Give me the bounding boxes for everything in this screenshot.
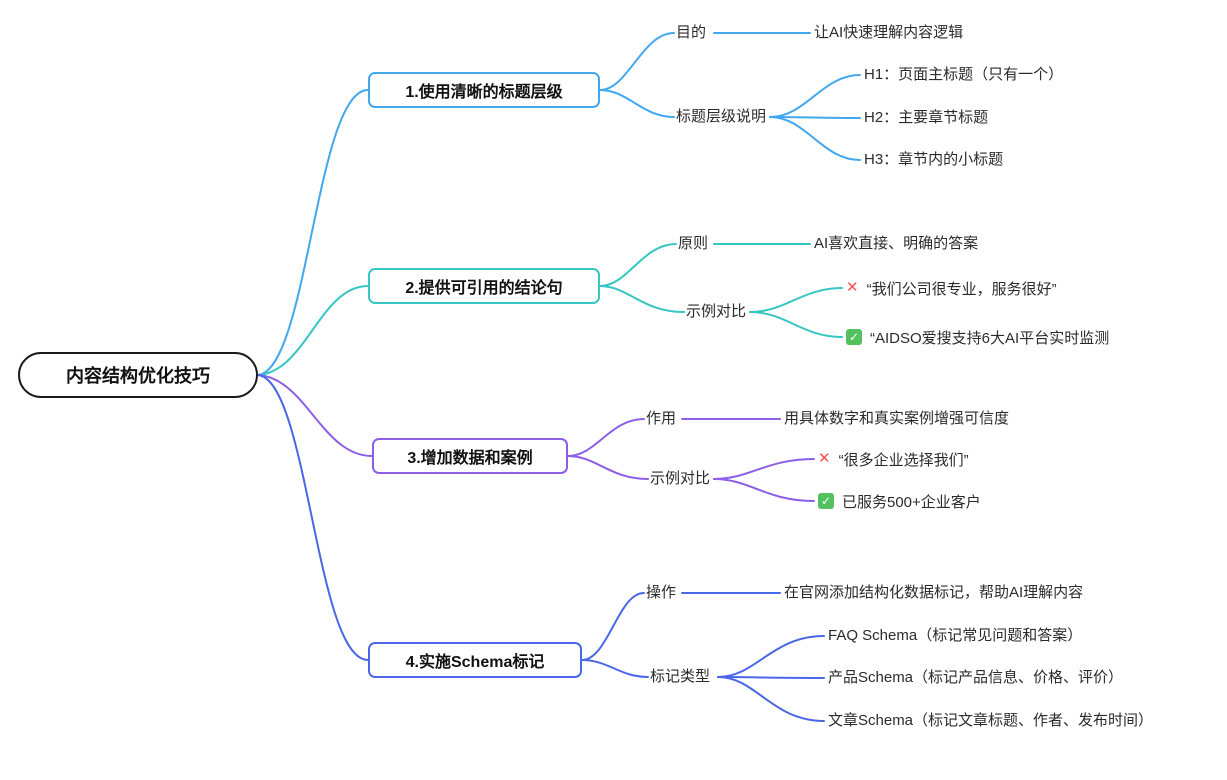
leaf-text[interactable]: H2：主要章节标题 xyxy=(864,109,989,126)
branch-node-1[interactable]: 1.使用清晰的标题层级 xyxy=(368,72,600,108)
connector xyxy=(567,418,645,457)
connector xyxy=(257,374,369,661)
child-label-example-compare[interactable]: 示例对比 xyxy=(650,470,711,487)
child-label-function[interactable]: 作用 xyxy=(646,410,677,427)
leaf-text: 已服务500+企业客户 xyxy=(842,493,981,511)
connector xyxy=(717,635,825,678)
leaf-item-good-example[interactable]: ✓ “AIDSO爱搜支持6大AI平台实时监测 xyxy=(846,327,1109,347)
connector xyxy=(257,374,373,457)
connector xyxy=(599,243,677,287)
connector xyxy=(599,89,675,118)
branch-node-3[interactable]: 3.增加数据和案例 xyxy=(372,438,568,474)
child-label-markup-types[interactable]: 标记类型 xyxy=(650,668,711,685)
branch-node-4[interactable]: 4.实施Schema标记 xyxy=(368,642,582,678)
connector xyxy=(769,116,861,119)
connector xyxy=(581,659,649,678)
connector xyxy=(749,311,843,338)
leaf-text: “很多企业选择我们” xyxy=(838,451,969,469)
connector xyxy=(717,676,825,679)
connector xyxy=(769,116,861,161)
child-label-principle[interactable]: 原则 xyxy=(678,235,709,252)
leaf-text[interactable]: 产品Schema（标记产品信息、价格、评价） xyxy=(828,669,1124,686)
leaf-item-bad-example[interactable]: ✕ “很多企业选择我们” xyxy=(818,449,969,469)
leaf-text[interactable]: 在官网添加结构化数据标记，帮助AI理解内容 xyxy=(784,584,1084,601)
check-icon: ✓ xyxy=(846,329,862,345)
cross-icon: ✕ xyxy=(818,450,831,467)
leaf-text[interactable]: H3：章节内的小标题 xyxy=(864,151,1004,168)
connector xyxy=(769,74,861,118)
cross-icon: ✕ xyxy=(846,279,859,296)
connector xyxy=(581,592,645,661)
root-node[interactable]: 内容结构优化技巧 xyxy=(18,352,258,398)
leaf-text[interactable]: 让AI快速理解内容逻辑 xyxy=(814,24,964,41)
child-label-example-compare[interactable]: 示例对比 xyxy=(686,303,747,320)
leaf-text: “我们公司很专业，服务很好” xyxy=(866,280,1057,298)
leaf-text: “AIDSO爱搜支持6大AI平台实时监测 xyxy=(870,329,1110,347)
leaf-text[interactable]: AI喜欢直接、明确的答案 xyxy=(814,235,979,252)
connector xyxy=(717,676,825,722)
leaf-text[interactable]: 文章Schema（标记文章标题、作者、发布时间） xyxy=(828,712,1154,729)
child-label-operation[interactable]: 操作 xyxy=(646,584,677,601)
connector xyxy=(567,455,649,480)
child-label-heading-levels[interactable]: 标题层级说明 xyxy=(676,108,767,125)
connector xyxy=(599,32,675,91)
leaf-item-good-example[interactable]: ✓ 已服务500+企业客户 xyxy=(818,491,981,511)
connector xyxy=(257,89,369,376)
check-icon: ✓ xyxy=(818,493,834,509)
leaf-text[interactable]: 用具体数字和真实案例增强可信度 xyxy=(784,410,1010,427)
connector xyxy=(749,287,843,313)
leaf-text[interactable]: H1：页面主标题（只有一个） xyxy=(864,66,1064,83)
leaf-text[interactable]: FAQ Schema（标记常见问题和答案） xyxy=(828,627,1083,644)
connector xyxy=(713,478,815,502)
leaf-item-bad-example[interactable]: ✕ “我们公司很专业，服务很好” xyxy=(846,278,1057,298)
child-label-purpose[interactable]: 目的 xyxy=(676,24,707,41)
connector xyxy=(713,458,815,480)
branch-node-2[interactable]: 2.提供可引用的结论句 xyxy=(368,268,600,304)
connector xyxy=(257,285,369,376)
connector xyxy=(599,285,685,313)
